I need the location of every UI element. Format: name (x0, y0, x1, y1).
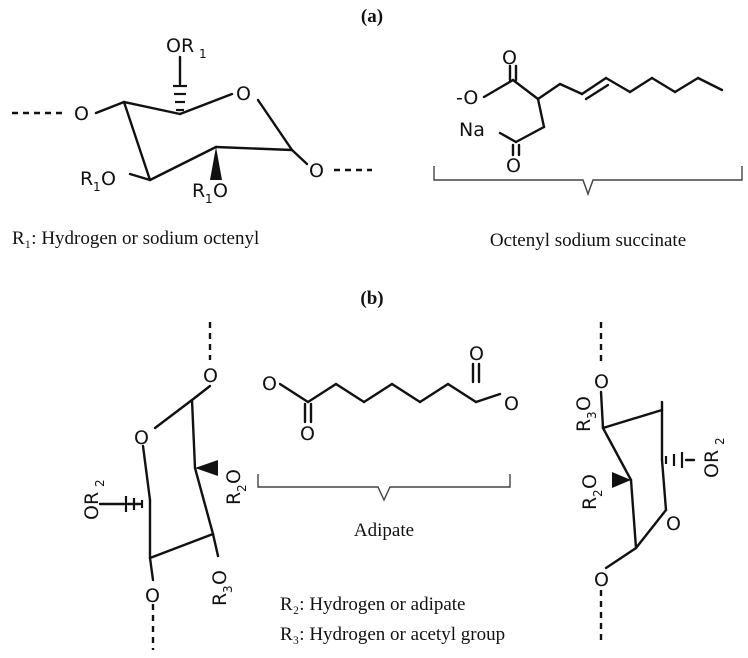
osa-carboxylate-o: -O (456, 87, 478, 109)
svg-text:3: 3 (221, 585, 235, 593)
glucose-ring-a: OR 1 O O O R 1 O R 1 O (12, 35, 372, 206)
adipate-o-top: O (469, 343, 484, 365)
o-top-left-ring: O (203, 365, 218, 387)
glucose-ring-b-left: O O R 2 O OR 2 R 3 O O (81, 322, 249, 650)
adipate-caption: Adipate (354, 520, 414, 541)
panel-a-label: (a) (361, 6, 383, 27)
ring-oxygen: O (236, 83, 251, 105)
o-top-right-ring: O (594, 371, 609, 393)
svg-text:R: R (209, 593, 231, 606)
hashed-bond-or2-left (124, 496, 144, 512)
svg-text:O: O (213, 180, 228, 202)
osa-carbonyl-o-top: O (502, 47, 517, 69)
osa-brace (433, 166, 743, 197)
or1-top-label: OR (166, 35, 194, 57)
hashed-bond-or1 (173, 84, 187, 112)
r2-legend: R₂: Hydrogen or adipate (280, 594, 466, 615)
glycosidic-o-right: O (309, 160, 324, 182)
octenyl-succinate-structure: O -O Na O (456, 47, 724, 177)
glucose-ring-b-right: R 3 O O OR 2 R 2 O O O (573, 322, 727, 640)
svg-text:OR: OR (701, 450, 723, 478)
svg-text:O: O (223, 469, 245, 484)
svg-text:R: R (192, 180, 205, 202)
wedge-bond-r2o (195, 460, 218, 476)
svg-text:R: R (573, 419, 595, 432)
panel-b-label: (b) (360, 288, 383, 309)
ring-oxygen-right: O (666, 513, 681, 535)
svg-text:R: R (223, 492, 245, 505)
o-bottom-left-ring: O (145, 585, 160, 607)
svg-text:R: R (579, 497, 601, 510)
adipate-brace (257, 474, 511, 502)
osa-carbonyl-o-bottom: O (506, 155, 521, 177)
svg-text:O: O (101, 168, 116, 190)
svg-text:3: 3 (585, 411, 599, 419)
svg-text:2: 2 (591, 489, 605, 497)
svg-text:2: 2 (713, 437, 727, 445)
svg-text:OR: OR (81, 492, 103, 520)
svg-text:1: 1 (93, 180, 101, 194)
svg-text:1: 1 (205, 192, 213, 206)
svg-text:O: O (209, 570, 231, 585)
glycosidic-o-left: O (74, 103, 89, 125)
r3-legend: R₃: Hydrogen or acetyl group (280, 624, 505, 645)
adipate-structure: O O O O (262, 343, 519, 445)
adipate-o-right: O (504, 393, 519, 415)
o-bottom-right-ring: O (594, 569, 609, 591)
osa-sodium: Na (459, 119, 485, 141)
wedge-bond-r2o-right (612, 472, 631, 488)
svg-text:1: 1 (199, 47, 207, 61)
osa-caption: Octenyl sodium succinate (490, 230, 686, 251)
svg-text:O: O (579, 474, 601, 489)
adipate-o-left: O (262, 373, 277, 395)
wedge-bond-r1o (210, 147, 222, 180)
adipate-o-bottom: O (300, 423, 315, 445)
hashed-bond-or2-right (664, 452, 684, 468)
svg-text:2: 2 (235, 484, 249, 492)
ring-oxygen-left: O (134, 427, 149, 449)
svg-text:R: R (80, 168, 93, 190)
svg-text:2: 2 (93, 479, 107, 487)
svg-text:O: O (573, 396, 595, 411)
r1-legend: R₁: Hydrogen or sodium octenyl (12, 228, 259, 249)
